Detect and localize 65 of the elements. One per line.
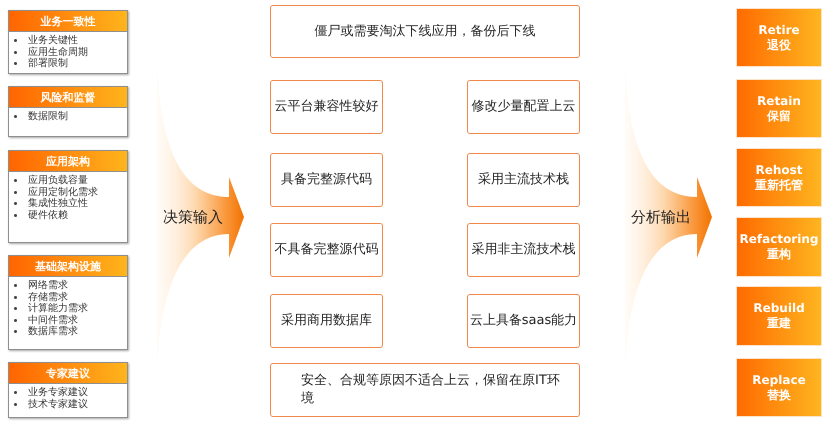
list-item: 硬件依赖 xyxy=(28,210,68,221)
strategy-name: Replace xyxy=(752,372,806,388)
criteria-card xyxy=(8,362,128,418)
card-heading: 应用架构 xyxy=(9,151,127,172)
strategy-name-translation: 重构 xyxy=(767,247,791,262)
condition-text: 云平台兼容性较好 xyxy=(274,98,378,116)
strategy-box xyxy=(736,148,822,207)
condition-text: 不具备完整源代码 xyxy=(274,241,378,259)
list-item: 业务专家建议 xyxy=(28,387,88,398)
list-item: 技术专家建议 xyxy=(28,398,88,410)
list-item: 集成性独立性 xyxy=(28,198,88,210)
strategy-name: Refactoring xyxy=(740,232,818,247)
strategy-name: Rebuild xyxy=(753,301,805,316)
condition-box xyxy=(270,363,580,417)
condition-box xyxy=(270,5,580,58)
condition-box xyxy=(467,294,580,348)
strategy-name: Rehost xyxy=(755,162,803,178)
list-item: 网络需求 xyxy=(28,280,68,292)
strategy-name-translation: 重新托管 xyxy=(755,178,803,192)
condition-box xyxy=(270,80,383,134)
strategy-box xyxy=(736,79,822,138)
list-item: 应用负载容量 xyxy=(28,175,88,186)
list-item: 部署限制 xyxy=(28,58,68,70)
condition-text: 具备完整源代码 xyxy=(281,171,372,189)
list-item: 计算能力需求 xyxy=(28,303,88,314)
condition-text: 采用主流技术栈 xyxy=(478,171,569,189)
criteria-card xyxy=(8,150,128,243)
criteria-card xyxy=(8,255,128,350)
criteria-card xyxy=(8,10,128,74)
list-item: 中间件需求 xyxy=(28,314,78,326)
card-heading: 风险和监督 xyxy=(9,87,127,108)
strategy-box xyxy=(736,286,822,346)
condition-text: 云上具备saas能力 xyxy=(470,312,578,330)
condition-box xyxy=(270,153,383,207)
card-heading: 业务一致性 xyxy=(9,11,127,32)
strategy-name-translation: 保留 xyxy=(767,108,791,124)
list-item: 应用生命周期 xyxy=(28,46,88,58)
card-heading: 基础架构设施 xyxy=(9,256,127,277)
strategy-box xyxy=(736,8,822,67)
list-item: 存储需求 xyxy=(28,292,68,303)
strategy-box xyxy=(736,217,822,277)
arrow-label: 分析输出 xyxy=(631,208,691,226)
strategy-box xyxy=(736,358,822,417)
condition-box xyxy=(467,223,580,277)
list-item: 应用定制化需求 xyxy=(28,186,98,198)
strategy-name: Retire xyxy=(758,22,800,38)
condition-text: 采用非主流技术栈 xyxy=(472,241,576,259)
list-item: 业务关键性 xyxy=(28,35,78,46)
criteria-card xyxy=(8,86,128,137)
condition-box xyxy=(270,294,383,348)
condition-text: 安全、合规等原因不适合上云，保留在原IT环境 xyxy=(301,372,561,408)
list-item: 数据限制 xyxy=(28,111,68,122)
condition-text: 修改少量配置上云 xyxy=(472,98,576,116)
strategy-name: Retain xyxy=(757,94,801,108)
arrow-label: 决策输入 xyxy=(163,208,223,226)
strategy-name-translation: 替换 xyxy=(767,388,791,402)
list-item: 数据库需求 xyxy=(28,326,78,338)
strategy-name-translation: 重建 xyxy=(767,316,791,331)
condition-text: 采用商用数据库 xyxy=(281,312,372,330)
card-heading: 专家建议 xyxy=(9,363,127,384)
condition-text: 僵尸或需要淘汰下线应用，备份后下线 xyxy=(314,22,536,40)
condition-box xyxy=(270,223,383,277)
strategy-name-translation: 退役 xyxy=(767,38,791,52)
condition-box xyxy=(467,153,580,207)
condition-box xyxy=(467,80,580,134)
